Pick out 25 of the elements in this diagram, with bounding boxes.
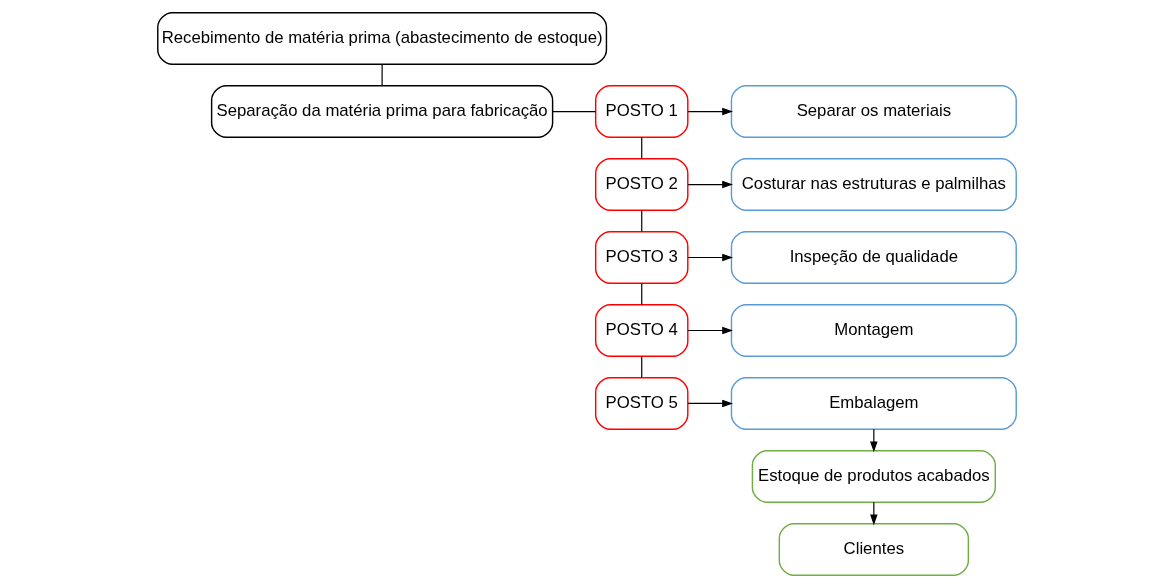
arrow — [686, 326, 733, 335]
connector — [640, 209, 642, 233]
node-box: Separação da matéria prima para fabricação — [210, 85, 553, 138]
node-box: Clientes — [778, 523, 969, 576]
connector — [640, 282, 642, 306]
connector — [551, 110, 596, 113]
node-box: POSTO 4 — [594, 304, 688, 357]
node-box: Separar os materiais — [730, 85, 1017, 138]
node-box: Estoque de produtos acabados — [751, 450, 996, 503]
arrow — [686, 399, 733, 408]
node-box: POSTO 1 — [594, 85, 688, 138]
node-box: Inspeção de qualidade — [730, 231, 1017, 284]
node-box: POSTO 3 — [594, 231, 688, 284]
node-box: Costurar nas estruturas e palmilhas — [730, 158, 1017, 211]
connector — [640, 355, 642, 379]
node-box: POSTO 2 — [594, 158, 688, 211]
arrow — [686, 253, 733, 262]
connector — [381, 63, 383, 87]
node-box: Montagem — [730, 304, 1017, 357]
node-box: Embalagem — [730, 377, 1017, 430]
node-box: Recebimento de matéria prima (abastecimento de estoque) — [156, 12, 607, 65]
connector — [640, 136, 642, 160]
arrow — [686, 180, 733, 189]
node-box: POSTO 5 — [594, 377, 688, 430]
arrow — [686, 107, 733, 116]
